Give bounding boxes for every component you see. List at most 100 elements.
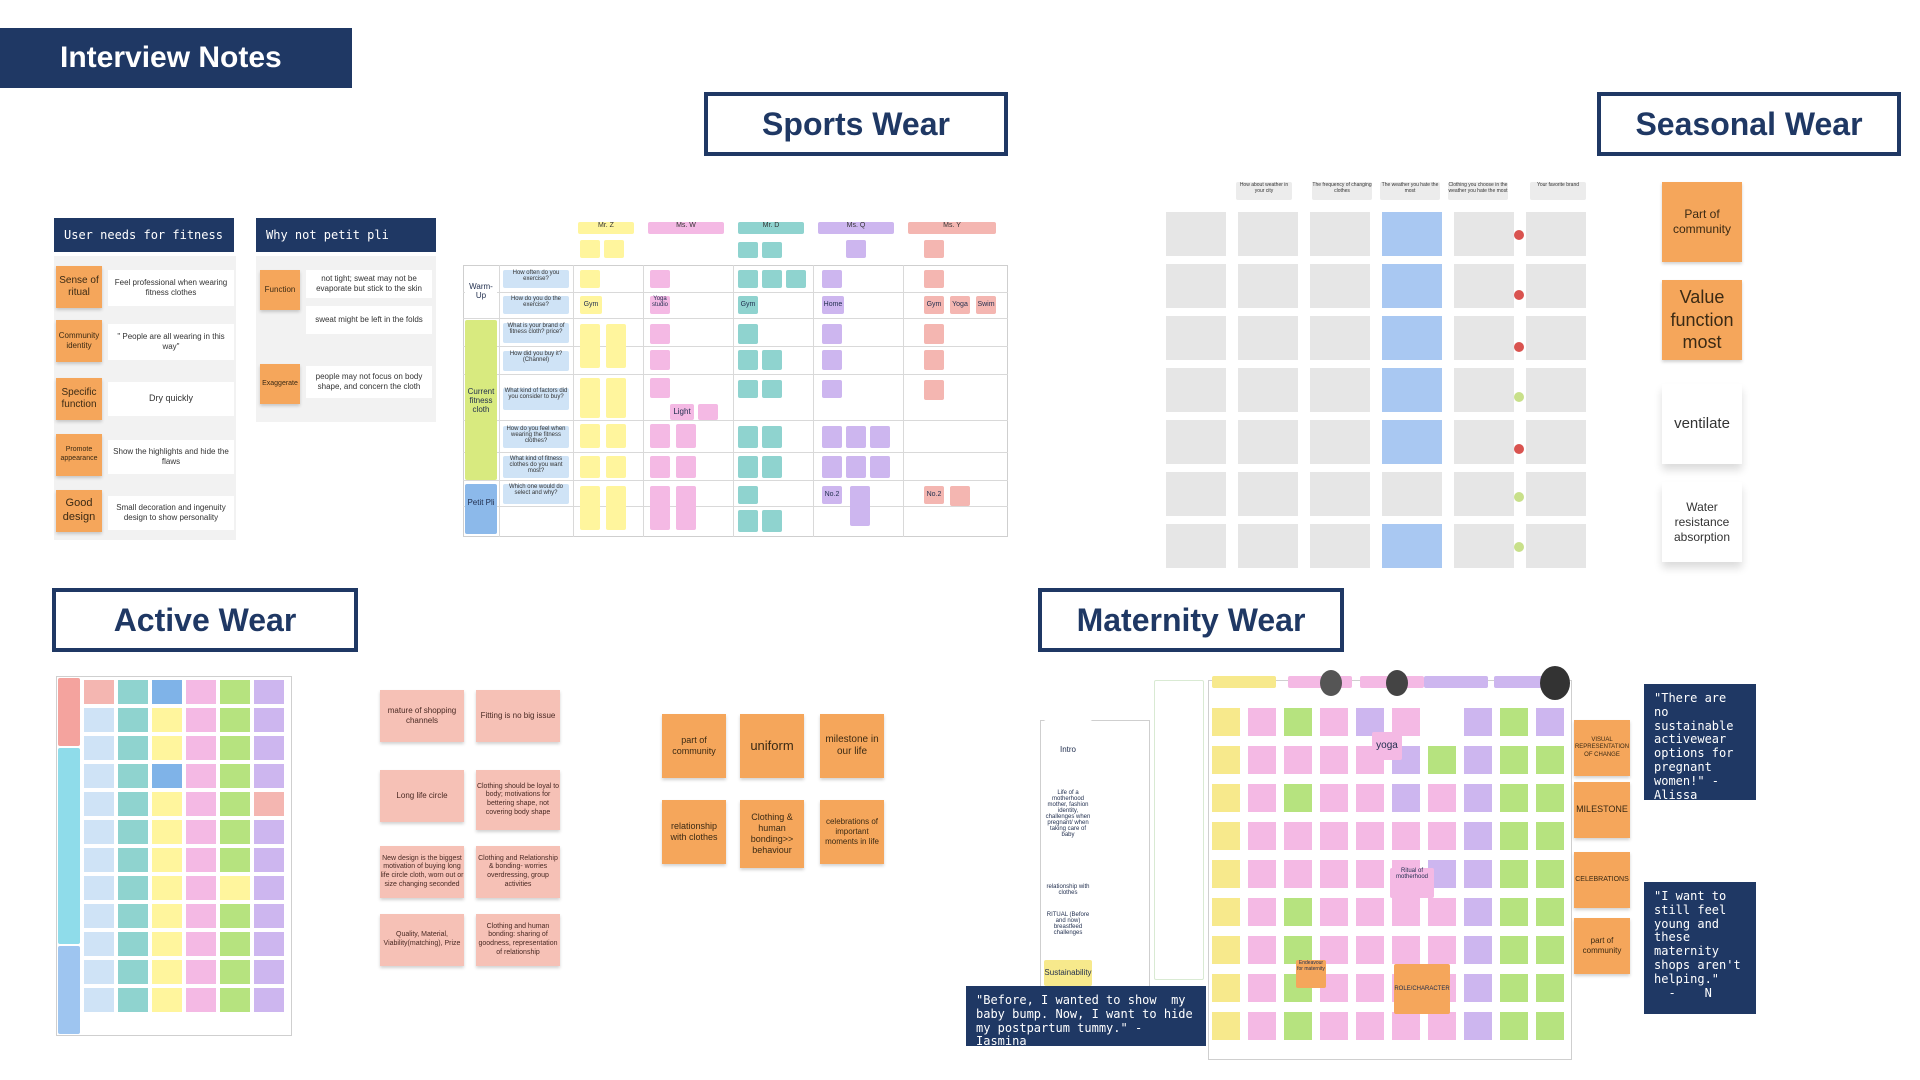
active-insight[interactable]: mature of shopping channels bbox=[380, 690, 464, 742]
status-dot bbox=[1514, 290, 1524, 300]
seasonal-header: Your favorite brand bbox=[1530, 182, 1586, 200]
seasonal-insight[interactable]: Water resistance absorption bbox=[1662, 482, 1742, 562]
answer-note[interactable]: No.2 bbox=[924, 486, 944, 504]
seasonal-insight[interactable]: ventilate bbox=[1662, 384, 1742, 464]
need-note[interactable]: " People are all wearing in this way" bbox=[108, 324, 234, 360]
need-tag[interactable]: Promote appearance bbox=[56, 434, 102, 476]
section-title-sports[interactable]: Sports Wear bbox=[704, 92, 1008, 156]
maternity-row-label: RITUAL (Before and now) breastfeed chall… bbox=[1044, 912, 1092, 958]
maternity-row-label: Intro bbox=[1044, 720, 1092, 780]
why-note[interactable]: people may not focus on body shape, and … bbox=[306, 366, 432, 398]
maternity-note[interactable]: Ritual of motherhood bbox=[1390, 868, 1434, 898]
section-title-maternity[interactable]: Maternity Wear bbox=[1038, 588, 1344, 652]
answer-note[interactable]: Yoga bbox=[950, 296, 970, 314]
answer-note[interactable]: Gym bbox=[580, 296, 602, 314]
answer-note[interactable]: No.2 bbox=[822, 486, 842, 504]
answer-note[interactable]: Gym bbox=[924, 296, 944, 314]
active-theme[interactable]: milestone in our life bbox=[820, 714, 884, 778]
needs-title: User needs for fitness bbox=[54, 218, 234, 252]
active-insight[interactable]: Clothing and human bonding: sharing of g… bbox=[476, 914, 560, 966]
status-dot bbox=[1514, 444, 1524, 454]
active-theme[interactable]: relationship with clothes bbox=[662, 800, 726, 864]
need-tag[interactable]: Community identity bbox=[56, 320, 102, 362]
active-insight[interactable]: New design is the biggest motivation of … bbox=[380, 846, 464, 898]
maternity-row-label: Sustainability bbox=[1044, 960, 1092, 986]
status-dot bbox=[1514, 342, 1524, 352]
question: How do you feel when wearing the fitness… bbox=[503, 426, 569, 448]
seasonal-header: Clothing you choose in the weather you h… bbox=[1448, 182, 1508, 200]
sports-grid-frame bbox=[463, 265, 1008, 537]
why-title: Why not petit pli bbox=[256, 218, 436, 252]
person-header: Ms. Q bbox=[818, 222, 894, 234]
answer-note[interactable]: Light bbox=[670, 404, 694, 420]
need-note[interactable]: Show the highlights and hide the flaws bbox=[108, 440, 234, 474]
interviewee-photo bbox=[1540, 666, 1570, 700]
why-tag[interactable]: Function bbox=[260, 270, 300, 310]
person-header: Mr. Z bbox=[578, 222, 634, 234]
section-title-seasonal[interactable]: Seasonal Wear bbox=[1597, 92, 1901, 156]
active-theme[interactable]: Clothing & human bonding>> behaviour bbox=[740, 800, 804, 868]
why-note[interactable]: sweat might be left in the folds bbox=[306, 306, 432, 334]
active-grid-frame bbox=[56, 676, 292, 1036]
maternity-theme[interactable]: MILESTONE bbox=[1574, 782, 1630, 838]
active-theme[interactable]: part of community bbox=[662, 714, 726, 778]
need-note[interactable]: Small decoration and ingenuity design to… bbox=[108, 496, 234, 530]
active-insight[interactable]: Fitting is no big issue bbox=[476, 690, 560, 742]
seasonal-insight[interactable]: Part of community bbox=[1662, 182, 1742, 262]
active-insight[interactable]: Long life circle bbox=[380, 770, 464, 822]
quote-n: "I want to still feel young and these ma… bbox=[1644, 882, 1756, 1014]
need-tag[interactable]: Specific function bbox=[56, 378, 102, 420]
question: How did you buy it? (Channel) bbox=[503, 351, 569, 371]
need-tag[interactable]: Good design bbox=[56, 490, 102, 532]
need-note[interactable]: Feel professional when wearing fitness c… bbox=[108, 270, 234, 306]
interviewee-photo bbox=[1320, 670, 1342, 696]
status-dot bbox=[1514, 230, 1524, 240]
person-header: Ms. W bbox=[648, 222, 724, 234]
question: What kind of factors did you consider to… bbox=[503, 388, 569, 410]
status-dot bbox=[1514, 542, 1524, 552]
seasonal-header: How about weather in your city bbox=[1236, 182, 1292, 200]
question: What kind of fitness clothes do you want… bbox=[503, 456, 569, 478]
maternity-notes-grid bbox=[1212, 708, 1568, 1048]
maternity-theme[interactable]: VISUAL REPRESENTATION OF CHANGE bbox=[1574, 720, 1630, 776]
question: How often do you exercise? bbox=[503, 270, 569, 288]
maternity-note[interactable]: Endeavour for maternity bbox=[1296, 960, 1326, 988]
seasonal-insight[interactable]: Value function most bbox=[1662, 280, 1742, 360]
active-notes-grid bbox=[84, 680, 288, 1032]
section-title-active[interactable]: Active Wear bbox=[52, 588, 358, 652]
question: How do you do the exercise? bbox=[503, 296, 569, 314]
answer-note[interactable]: Home bbox=[822, 296, 844, 314]
person-header: Ms. Y bbox=[908, 222, 996, 234]
maternity-note[interactable]: yoga bbox=[1372, 732, 1402, 760]
status-dot bbox=[1514, 492, 1524, 502]
active-theme[interactable]: celebrations of important moments in lif… bbox=[820, 800, 884, 864]
answer-note[interactable]: Yoga studio bbox=[650, 296, 670, 314]
question: Which one would do select and why? bbox=[503, 484, 569, 504]
why-tag[interactable]: Exaggerate bbox=[260, 364, 300, 404]
active-insight[interactable]: Clothing should be loyal to body; motiva… bbox=[476, 770, 560, 830]
status-dot bbox=[1514, 392, 1524, 402]
person-header: Mr. D bbox=[738, 222, 804, 234]
maternity-row-label: Life of a motherhood mother, fashion ide… bbox=[1044, 790, 1092, 880]
seasonal-header: The weather you hate the most bbox=[1380, 182, 1440, 200]
maternity-theme[interactable]: CELEBRATIONS bbox=[1574, 852, 1630, 908]
quote-iasmina: "Before, I wanted to show my baby bump. … bbox=[966, 986, 1206, 1048]
maternity-note[interactable]: ROLE/CHARACTER bbox=[1394, 964, 1450, 1014]
active-theme[interactable]: uniform bbox=[740, 714, 804, 778]
why-note[interactable]: not tight; sweat may not be evaporate bu… bbox=[306, 270, 432, 298]
answer-note[interactable]: Swim bbox=[976, 296, 996, 314]
question: What is your brand of fitness cloth? pri… bbox=[503, 323, 569, 343]
seasonal-notes-grid bbox=[1166, 212, 1588, 568]
page-title: Interview Notes bbox=[0, 28, 352, 88]
need-note[interactable]: Dry quickly bbox=[108, 382, 234, 416]
interviewee-photo bbox=[1386, 670, 1408, 696]
answer-note[interactable]: Gym bbox=[738, 296, 758, 314]
need-tag[interactable]: Sense of ritual bbox=[56, 266, 102, 308]
quote-alissa: "There are no sustainable activewear opt… bbox=[1644, 684, 1756, 801]
row-group-label: Warm-Up bbox=[465, 268, 497, 318]
active-insight[interactable]: Quality, Material, Viability(matching), … bbox=[380, 914, 464, 966]
maternity-row-label: relationship with clothes bbox=[1044, 884, 1092, 910]
active-insight[interactable]: Clothing and Relationship & bonding- wor… bbox=[476, 846, 560, 898]
seasonal-header: The frequency of changing clothes bbox=[1312, 182, 1372, 200]
maternity-theme[interactable]: part of community bbox=[1574, 918, 1630, 974]
